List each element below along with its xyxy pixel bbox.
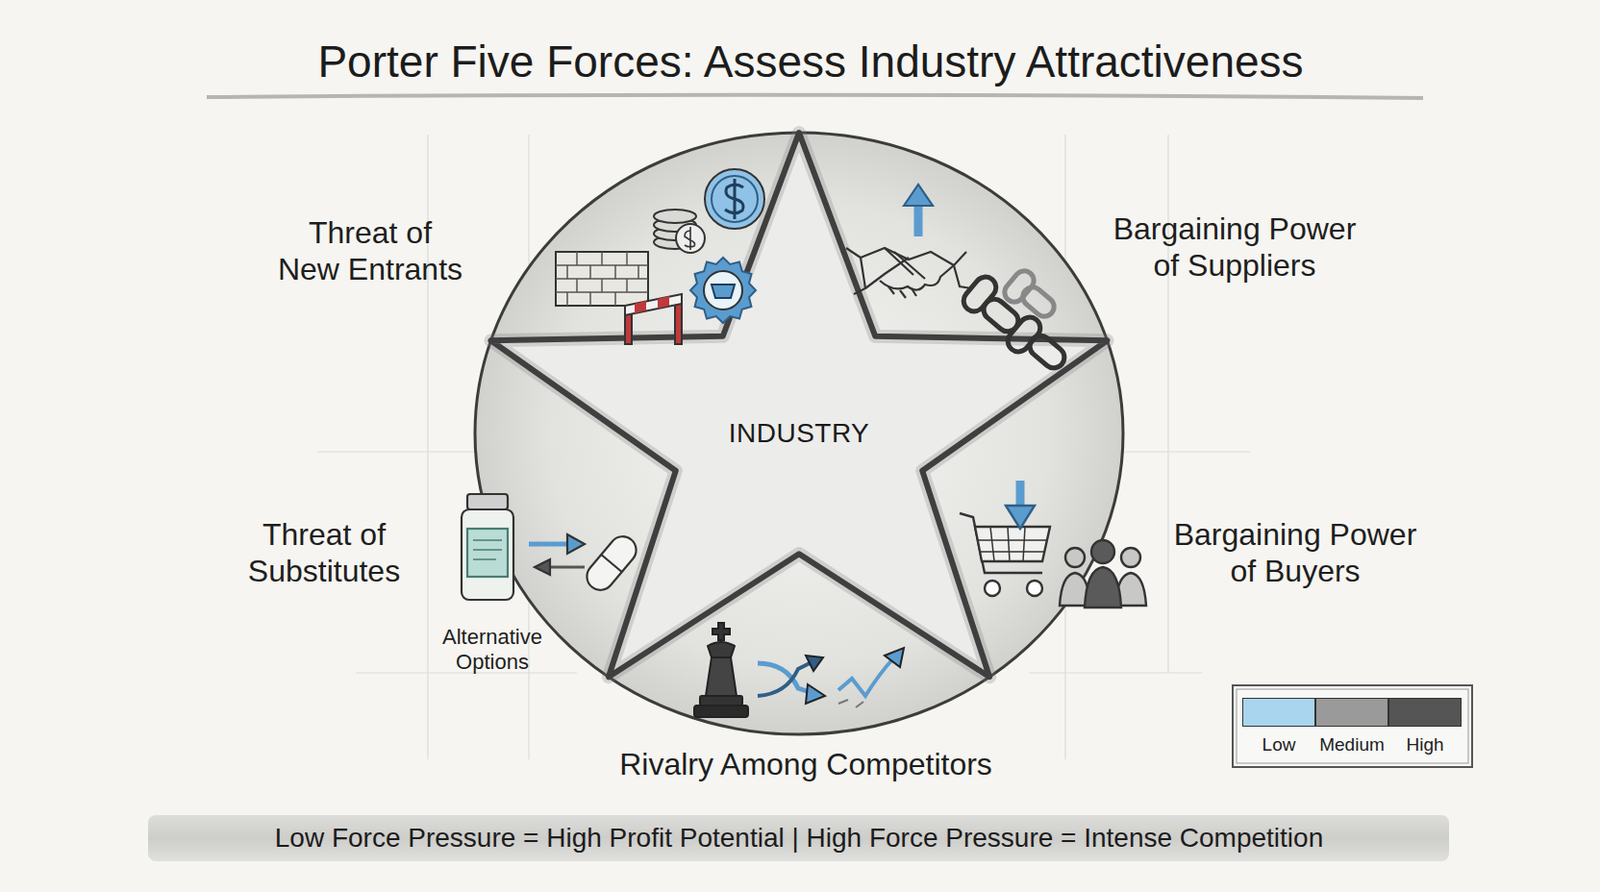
legend-swatch (1242, 698, 1316, 727)
legend-box-inner (1236, 689, 1469, 764)
buyer-icons (959, 480, 1147, 608)
node-label: INDUSTRY (728, 418, 871, 450)
industry-disc (475, 132, 1124, 735)
star (490, 132, 1107, 677)
force-label: Threat of New Entrants (274, 215, 467, 289)
supplier-icons (846, 184, 1069, 373)
legend-label: Medium (1319, 734, 1385, 756)
legend-item: High (1388, 698, 1462, 756)
note-label: Alternative Options (429, 625, 555, 675)
legend-item: Low (1242, 698, 1316, 756)
star-shape (490, 132, 1107, 677)
force-label: Threat of Substitutes (240, 517, 409, 591)
industry-circle: INDUSTRY (475, 132, 1124, 735)
legend: Low Medium High (1242, 698, 1462, 756)
force-label: Bargaining Power of Buyers (1168, 517, 1424, 591)
caption: Low Force Pressure = High Profit Potenti… (275, 823, 1324, 854)
force-label: Bargaining Power of Suppliers (1107, 211, 1363, 285)
legend-label: High (1405, 734, 1444, 756)
rivalry-icons (694, 623, 904, 718)
star-shadow (490, 132, 1107, 677)
title-underline (206, 95, 1424, 99)
legend-item: Medium (1315, 698, 1389, 756)
title: Porter Five Forces: Assess Industry Attr… (317, 35, 1303, 88)
legend-label: Low (1262, 734, 1297, 756)
force-label: Rivalry Among Competitors (619, 747, 993, 784)
entry-barrier-icons (555, 169, 765, 345)
legend-box (1232, 685, 1473, 768)
substitute-icons (461, 494, 642, 600)
caption-band (148, 815, 1450, 862)
legend-swatch (1315, 698, 1389, 727)
legend-swatch (1388, 698, 1462, 727)
